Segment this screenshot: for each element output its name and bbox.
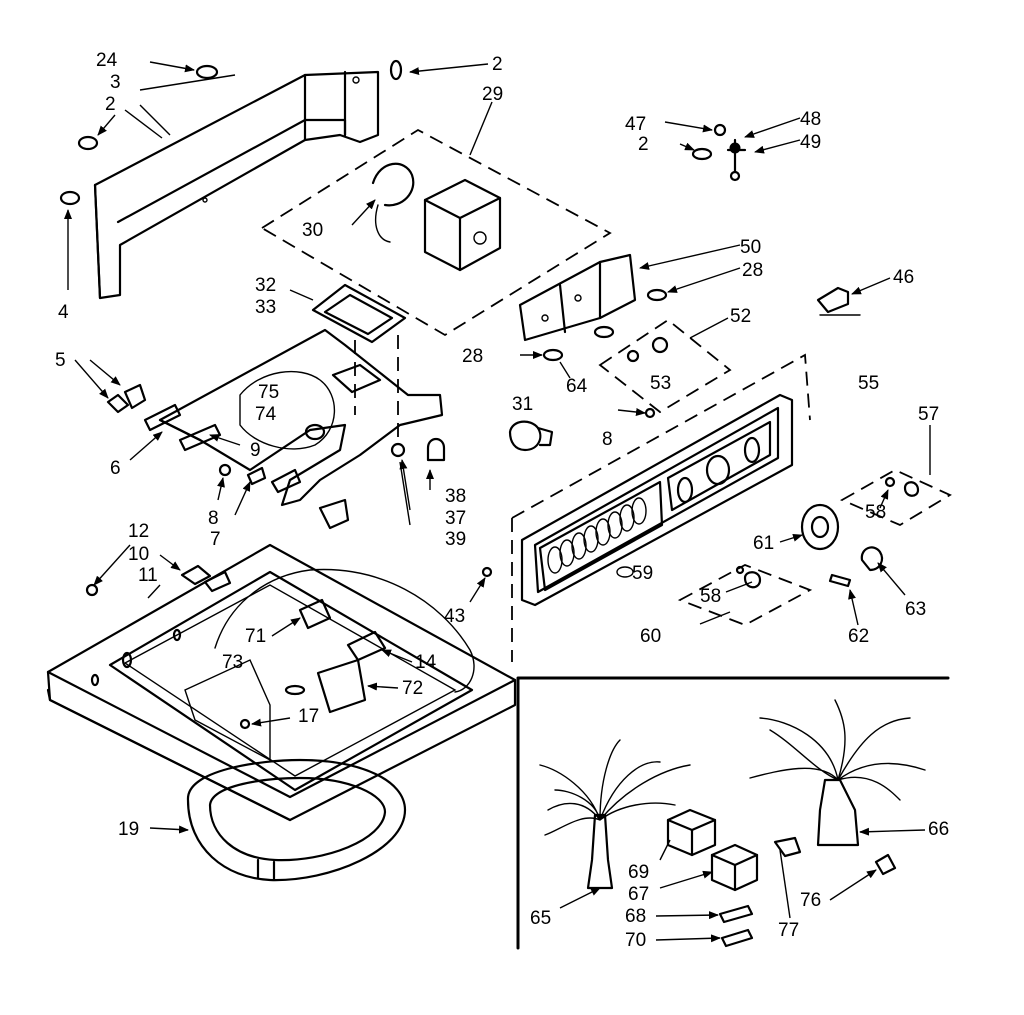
callout-38: 38 <box>445 486 466 507</box>
callout-9: 9 <box>250 440 261 461</box>
callout-62: 62 <box>848 626 869 647</box>
callout-50: 50 <box>740 237 761 258</box>
callout-43: 43 <box>444 606 465 627</box>
harness-inset <box>516 676 950 950</box>
screws <box>59 59 747 206</box>
callout-31: 31 <box>512 394 533 415</box>
switch-bracket <box>518 253 668 362</box>
callout-76: 76 <box>800 890 821 911</box>
callout-8: 8 <box>208 508 219 529</box>
leader-lines <box>64 61 931 943</box>
callout-2: 2 <box>105 94 116 115</box>
callout-32: 32 <box>255 275 276 296</box>
callout-2: 2 <box>638 134 649 155</box>
callout-60: 60 <box>640 626 661 647</box>
callout-39: 39 <box>445 529 466 550</box>
callout-77: 77 <box>778 920 799 941</box>
callout-70: 70 <box>625 930 646 951</box>
callout-28: 28 <box>742 260 763 281</box>
callout-47: 47 <box>625 114 646 135</box>
timer-dashed-box <box>260 128 612 337</box>
small-hardware <box>106 383 350 530</box>
knob-area <box>677 468 952 626</box>
callout-30: 30 <box>302 220 323 241</box>
callout-68: 68 <box>625 906 646 927</box>
callout-10: 10 <box>128 544 149 565</box>
console-bracket <box>93 70 380 300</box>
callout-24: 24 <box>96 50 118 71</box>
callout-28: 28 <box>462 346 483 367</box>
callout-5: 5 <box>55 350 66 371</box>
callout-14: 14 <box>415 652 437 673</box>
callout-73: 73 <box>222 652 243 673</box>
callout-63: 63 <box>905 599 926 620</box>
callout-37: 37 <box>445 508 466 529</box>
callout-66: 66 <box>928 819 949 840</box>
callout-59: 59 <box>632 563 653 584</box>
callout-29: 29 <box>482 84 503 105</box>
callout-2: 2 <box>492 54 503 75</box>
callout-19: 19 <box>118 819 139 840</box>
latch-part <box>816 286 861 316</box>
callout-6: 6 <box>110 458 121 479</box>
callout-3: 3 <box>110 72 121 93</box>
knob-dashed-box <box>598 318 732 414</box>
callout-4: 4 <box>58 302 69 323</box>
callout-65: 65 <box>530 908 551 929</box>
callout-74: 74 <box>255 404 277 425</box>
callout-67: 67 <box>628 884 649 905</box>
callout-8: 8 <box>602 429 613 450</box>
callout-75: 75 <box>258 382 279 403</box>
callout-55: 55 <box>858 373 879 394</box>
callout-57: 57 <box>918 404 939 425</box>
callout-58: 58 <box>700 586 721 607</box>
callout-labels: 24 3 2 4 2 29 47 2 48 49 30 50 28 46 32 … <box>55 50 949 951</box>
callout-71: 71 <box>245 626 266 647</box>
callout-58: 58 <box>865 502 886 523</box>
callout-61: 61 <box>753 533 774 554</box>
top-plate <box>158 283 446 507</box>
callout-7: 7 <box>210 529 221 550</box>
tub-ring <box>186 758 407 882</box>
callout-72: 72 <box>402 678 423 699</box>
callout-33: 33 <box>255 297 276 318</box>
callout-53: 53 <box>650 373 671 394</box>
switch-31 <box>481 407 656 578</box>
callout-17: 17 <box>298 706 319 727</box>
callout-11: 11 <box>138 565 158 586</box>
callout-69: 69 <box>628 862 649 883</box>
callout-52: 52 <box>730 306 751 327</box>
callout-12: 12 <box>128 521 149 542</box>
callout-48: 48 <box>800 109 821 130</box>
washer-top-cover <box>46 543 517 822</box>
callout-49: 49 <box>800 132 821 153</box>
control-panel <box>511 353 811 662</box>
callout-46: 46 <box>893 267 914 288</box>
callout-64: 64 <box>566 376 588 397</box>
